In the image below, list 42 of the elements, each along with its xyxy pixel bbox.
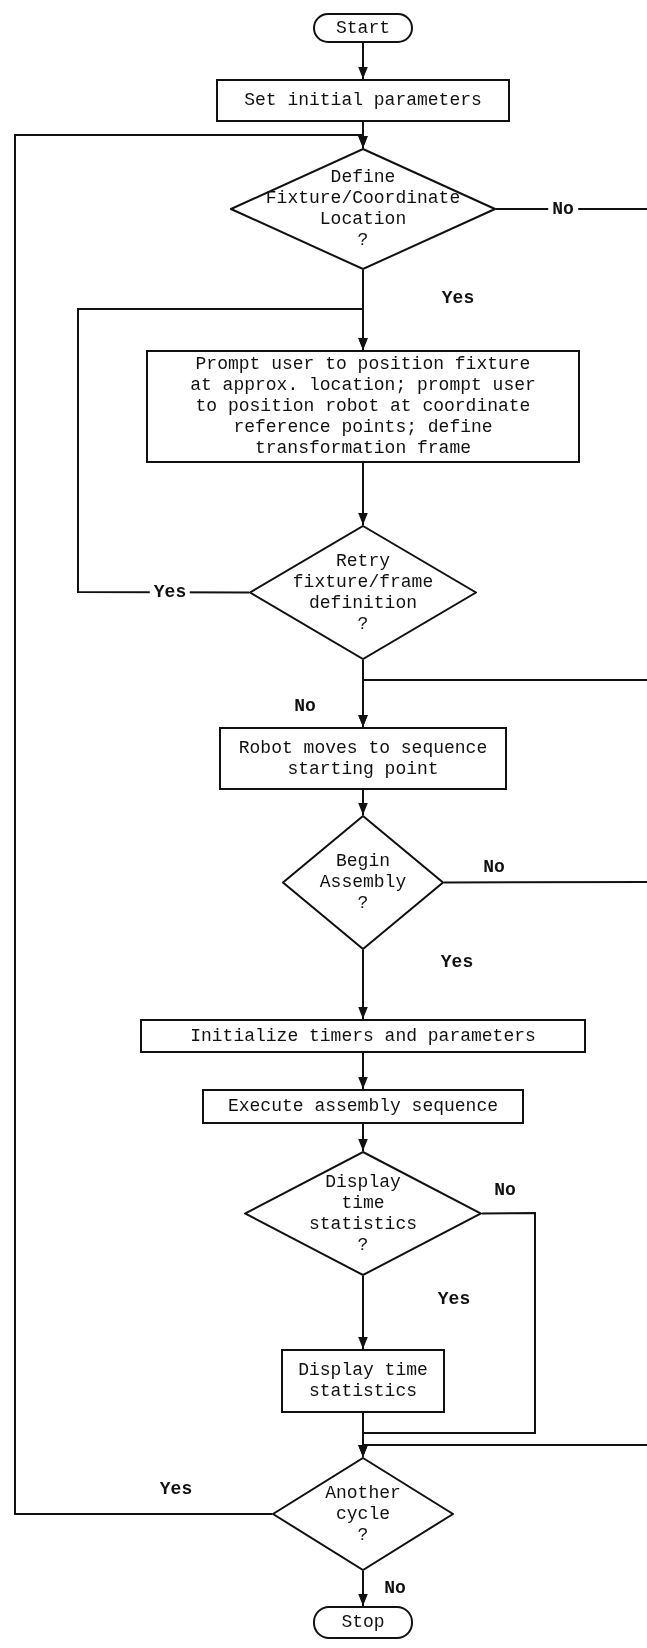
decision-text: ?	[356, 1234, 370, 1256]
arrow	[358, 949, 368, 1020]
decision-text: ?	[356, 613, 370, 635]
arrow	[358, 1052, 368, 1090]
step-text: Robot moves to sequence starting point	[237, 737, 489, 780]
arrow	[358, 1570, 368, 1607]
decision-text: ?	[356, 230, 370, 251]
process-box	[140, 1019, 586, 1053]
decision-diamond	[230, 148, 496, 270]
decision-text: ?	[356, 893, 370, 914]
process-box	[219, 727, 507, 790]
step-text: Initialize timers and parameters	[190, 1025, 536, 1047]
arrow	[358, 42, 368, 80]
connector-line	[443, 881, 647, 884]
decision-text: Display time statistics	[308, 1171, 418, 1235]
step-text: Display time statistics	[297, 1360, 429, 1402]
step-text: Prompt user to position fixture at approx. location; prompt user to position robot at coordinate reference points; define transformation frame	[189, 354, 537, 459]
process-box	[281, 1349, 445, 1413]
arrow	[14, 134, 368, 1515]
arrow	[358, 679, 647, 728]
arrow	[77, 308, 368, 594]
arrow	[358, 1275, 368, 1350]
process-box	[202, 1089, 524, 1124]
arrow	[358, 1444, 647, 1458]
step-text: Set initial parameters	[244, 90, 482, 111]
decision-text: Begin Assembly	[318, 851, 408, 893]
process-box	[146, 350, 580, 463]
decision-text: Another cycle	[324, 1482, 402, 1525]
process-box	[216, 79, 510, 122]
decision-diamond	[272, 1457, 454, 1571]
decision-text: ?	[356, 1524, 370, 1546]
arrow	[358, 462, 368, 526]
step-text: Start	[336, 17, 390, 39]
decision-diamond	[244, 1151, 482, 1276]
decision-diamond	[282, 815, 444, 950]
decision-diamond	[249, 525, 477, 660]
step-text: Execute assembly sequence	[227, 1096, 498, 1117]
step-text: Stop	[341, 1612, 385, 1633]
arrow	[358, 789, 368, 816]
arrow	[358, 1123, 368, 1152]
decision-text: Retry fixture/frame definition	[291, 550, 435, 614]
decision-text: Define Fixture/Coordinate Location	[264, 167, 462, 230]
